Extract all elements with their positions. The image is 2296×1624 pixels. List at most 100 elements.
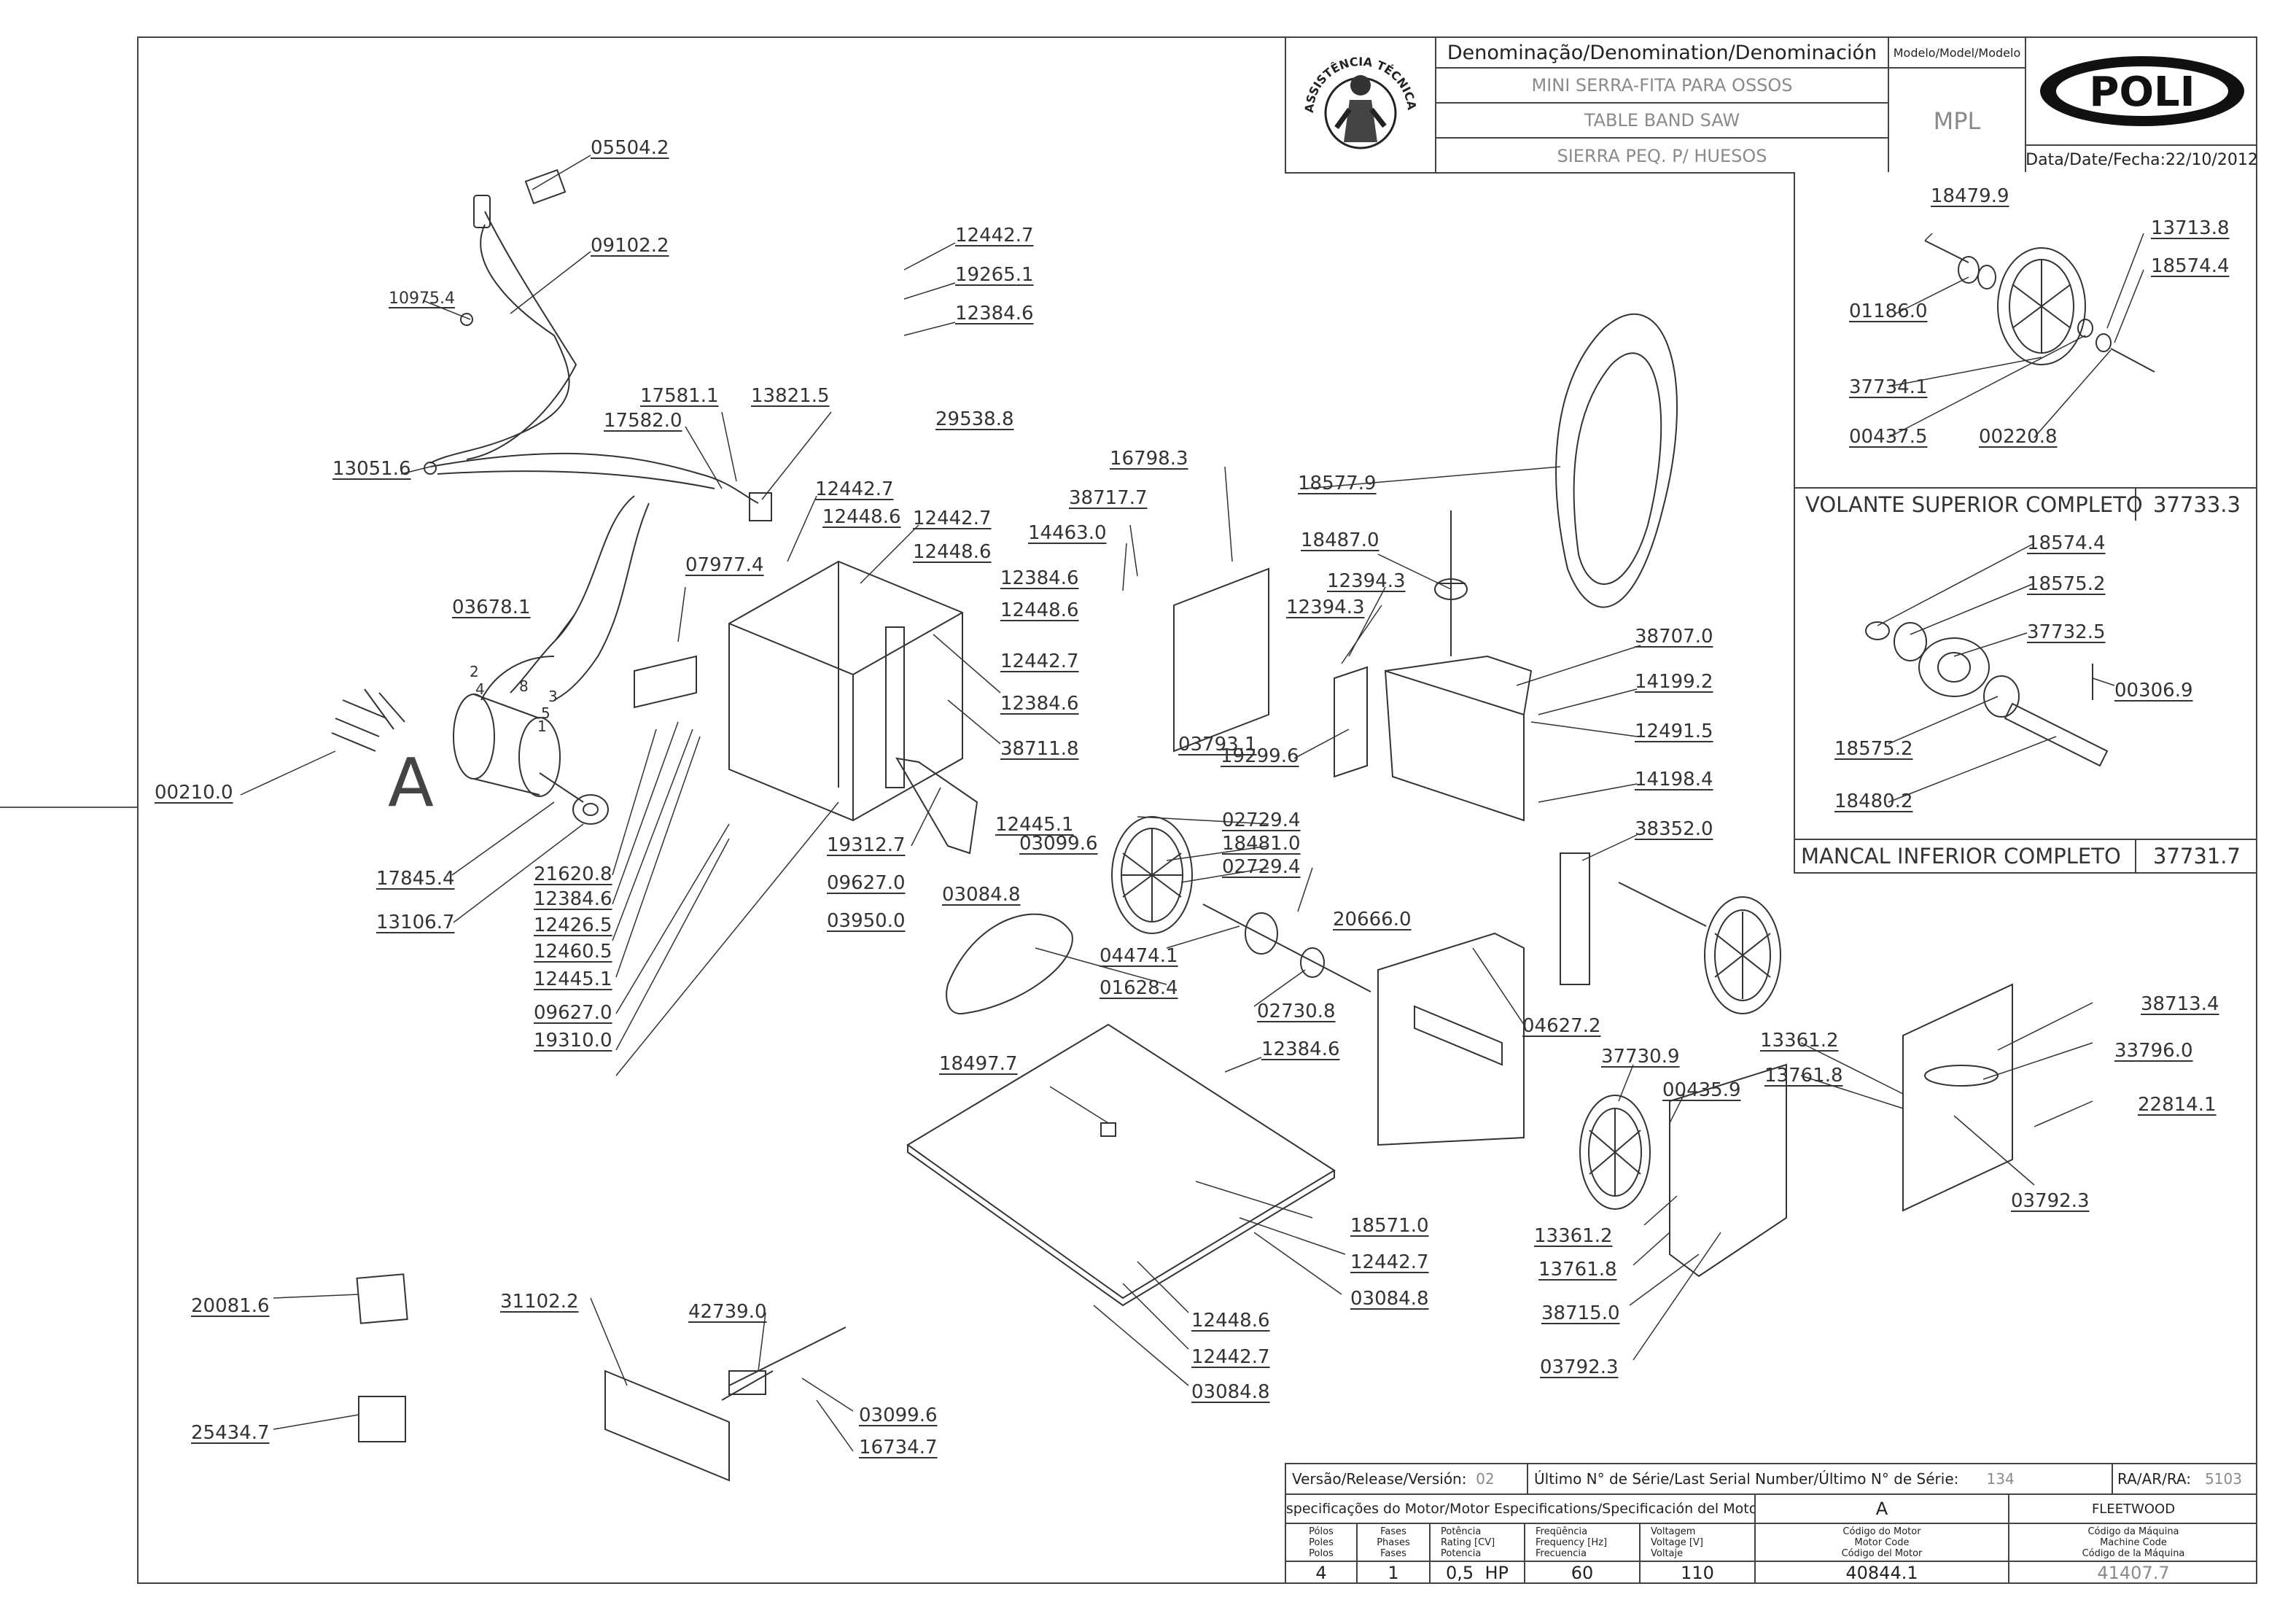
- part-label: 13761.8: [1764, 1065, 1843, 1087]
- part-label: 18574.4: [2027, 532, 2106, 554]
- authorized-service-seal: ASSISTÊNCIA TÉCNICA AUTORIZADA: [1286, 38, 1435, 174]
- part-label: 12394.3: [1327, 570, 1406, 592]
- lower-panel-code: 37731.7: [2136, 839, 2257, 872]
- power-cord-harness: [424, 168, 772, 701]
- motor-a: [331, 656, 609, 825]
- part-label: 13761.8: [1538, 1259, 1617, 1281]
- ra-label: RA/AR/RA:: [2117, 1470, 2191, 1488]
- part-label: 13361.2: [1760, 1030, 1839, 1052]
- val-power: 0,5 HP: [1431, 1562, 1525, 1584]
- part-label: 42739.0: [688, 1301, 767, 1323]
- part-label: 04627.2: [1522, 1015, 1601, 1037]
- part-label: 38717.7: [1069, 487, 1148, 509]
- wire-number: 5: [541, 704, 550, 722]
- push-block: [604, 1326, 847, 1482]
- part-label: 03678.1: [452, 597, 531, 618]
- part-label: 12384.6: [1261, 1038, 1340, 1060]
- part-label: 12384.6: [1000, 567, 1079, 589]
- part-label: 04474.1: [1100, 945, 1178, 967]
- val-machine-code: 41407.7: [2097, 1563, 2170, 1583]
- v-belt: [946, 913, 1073, 1015]
- part-label: 03099.6: [859, 1405, 938, 1426]
- part-label: 03099.6: [1019, 833, 1098, 855]
- part-label: 02729.4: [1222, 809, 1301, 831]
- part-label: 12448.6: [1000, 599, 1079, 621]
- part-label: 12448.6: [1191, 1310, 1270, 1332]
- saw-column: [1334, 510, 1590, 1146]
- part-label: 21620.8: [534, 863, 612, 885]
- part-label: 13051.6: [332, 458, 411, 480]
- part-label: 00306.9: [2114, 680, 2193, 702]
- band-blade: [1555, 313, 1678, 608]
- part-label: 03793.1: [1178, 734, 1257, 755]
- name-spanish: SIERRA PEQ. P/ HUESOS: [1435, 139, 1888, 174]
- part-label: 12384.6: [534, 888, 612, 910]
- part-label: 29538.8: [935, 408, 1014, 430]
- version-label: Versão/Release/Versión:: [1292, 1470, 1467, 1488]
- seal-icon: ASSISTÊNCIA TÉCNICA AUTORIZADA: [1291, 40, 1419, 149]
- date-value: 22/10/2012: [2165, 150, 2257, 169]
- part-label: 38352.0: [1635, 818, 1713, 840]
- part-label: 12442.7: [1191, 1346, 1270, 1368]
- brand-logo: POLI: [2025, 38, 2257, 146]
- part-label: 13361.2: [1534, 1225, 1613, 1247]
- part-label: 09102.2: [591, 235, 669, 257]
- part-label: 33796.0: [2114, 1040, 2193, 1062]
- part-label: 16734.7: [859, 1437, 938, 1458]
- part-label: 18575.2: [2027, 573, 2106, 595]
- part-label: 03950.0: [827, 910, 906, 932]
- lower-panel-title: MANCAL INFERIOR COMPLETO: [1795, 839, 2136, 872]
- part-label: 37730.9: [1601, 1046, 1680, 1068]
- main-cabinet: [634, 560, 978, 855]
- manufacturer: FLEETWOOD: [2009, 1495, 2257, 1524]
- cover-plate: [1173, 567, 1269, 753]
- part-label: 12384.6: [955, 303, 1034, 325]
- warning-sticker: [356, 1273, 408, 1324]
- part-label: 18480.2: [1834, 790, 1913, 812]
- part-label: 09627.0: [827, 872, 906, 894]
- version-row: Versão/Release/Versión: 02: [1286, 1464, 1528, 1495]
- wire-number: 2: [470, 663, 479, 680]
- work-table: [906, 1023, 1336, 1307]
- version-value: 02: [1476, 1470, 1495, 1488]
- part-label: 18571.0: [1350, 1215, 1429, 1237]
- fold-mark: [0, 807, 137, 808]
- part-label: 31102.2: [500, 1291, 579, 1313]
- part-label: 12442.7: [955, 225, 1034, 246]
- upper-wheel: [1618, 882, 1781, 1014]
- part-label: 18574.4: [2151, 255, 2230, 277]
- wire-number: 4: [475, 680, 485, 698]
- part-label: 16798.3: [1110, 448, 1188, 470]
- part-label: 00210.0: [155, 782, 233, 804]
- date-row: Data/Date/Fecha:22/10/2012: [2025, 146, 2257, 174]
- brand-text: POLI: [2089, 69, 2195, 116]
- date-label: Data/Date/Fecha:: [2025, 150, 2166, 169]
- part-label: 12442.7: [1000, 650, 1079, 672]
- part-label: 37734.1: [1849, 376, 1928, 398]
- denomination-label: Denominação/Denomination/Denominación: [1435, 38, 1888, 69]
- part-label: 14463.0: [1028, 522, 1107, 544]
- part-label: 19265.1: [955, 264, 1034, 286]
- part-label: 19310.0: [534, 1030, 612, 1052]
- part-label: 37732.5: [2027, 621, 2106, 643]
- part-label: 00220.8: [1979, 426, 2058, 448]
- footer-block: Versão/Release/Versión: 02 Último N° de …: [1285, 1463, 2257, 1584]
- motor-spec-label: Especificações do Motor/Motor Especifica…: [1286, 1495, 1756, 1524]
- part-label: 12442.7: [815, 478, 894, 500]
- lower-bearing-panel: MANCAL INFERIOR COMPLETO 37731.7: [1794, 521, 2257, 874]
- part-label: 20666.0: [1333, 909, 1412, 931]
- part-label: 12442.7: [913, 508, 992, 529]
- lower-wheel: [1579, 1063, 1787, 1278]
- part-label: 01186.0: [1849, 300, 1928, 322]
- part-label: 03792.3: [2011, 1190, 2090, 1212]
- part-label: 13106.7: [376, 912, 455, 933]
- part-label: 17581.1: [640, 385, 719, 407]
- part-label: 07977.4: [685, 554, 764, 576]
- poli-logo-icon: POLI: [2039, 56, 2244, 126]
- part-label: 09627.0: [534, 1002, 612, 1024]
